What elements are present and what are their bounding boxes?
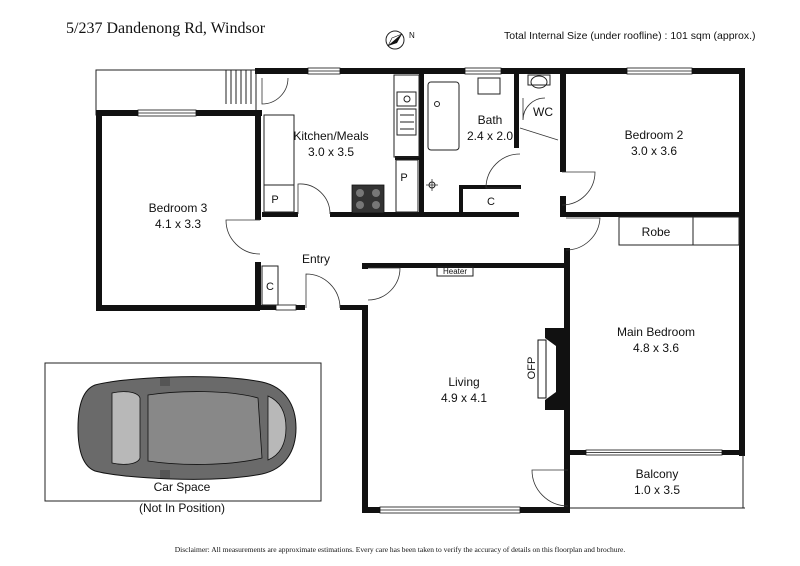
wc-name: WC [533, 105, 553, 119]
robe-outline [618, 216, 740, 246]
front-deck [95, 69, 257, 116]
compass-icon: N [385, 30, 415, 50]
main-bedroom-dims: 4.8 x 3.6 [633, 341, 679, 355]
windows [137, 67, 723, 514]
bedroom2-name: Bedroom 2 [625, 128, 684, 142]
kitchen-bench [263, 74, 420, 214]
fireplace-label: OFP [526, 357, 538, 380]
living-name: Living [448, 375, 479, 389]
balcony-name: Balcony [636, 467, 679, 481]
pantry-label-2: P [400, 172, 407, 184]
bedroom3-name: Bedroom 3 [149, 201, 208, 215]
property-address: 5/237 Dandenong Rd, Windsor [66, 20, 266, 37]
entry-name: Entry [302, 252, 330, 266]
fixture-labels: P P C C Heater OFP [261, 172, 538, 380]
car-space-outline [44, 362, 322, 502]
main-bedroom-name: Main Bedroom [617, 325, 695, 339]
heater-label: Heater [443, 267, 467, 276]
robe-name: Robe [642, 225, 671, 239]
balcony-dims: 1.0 x 3.5 [634, 483, 680, 497]
bedroom2-dims: 3.0 x 3.6 [631, 144, 677, 158]
room-labels: Kitchen/Meals 3.0 x 3.5 Bath 2.4 x 2.0 W… [139, 105, 695, 515]
bath-fixtures [426, 74, 551, 191]
living-dims: 4.9 x 4.1 [441, 391, 487, 405]
compass-north-label: N [409, 31, 415, 40]
bedroom3-dims: 4.1 x 3.3 [155, 217, 201, 231]
pantry-label: P [271, 194, 278, 206]
doors [225, 77, 601, 507]
bath-dims: 2.4 x 2.0 [467, 129, 513, 143]
kitchen-dims: 3.0 x 3.5 [308, 145, 354, 159]
hall-cupboard-label: C [487, 196, 495, 208]
car-icon [77, 376, 297, 480]
bath-name: Bath [478, 113, 503, 127]
kitchen-name: Kitchen/Meals [293, 129, 368, 143]
entry-cupboard-label: C [266, 281, 274, 293]
car-space-name: Car Space [154, 480, 211, 494]
total-size-note: Total Internal Size (under roofline) : 1… [504, 30, 756, 42]
car-space-note: (Not In Position) [139, 501, 225, 515]
disclaimer-text: Disclaimer: All measurements are approxi… [174, 545, 626, 554]
